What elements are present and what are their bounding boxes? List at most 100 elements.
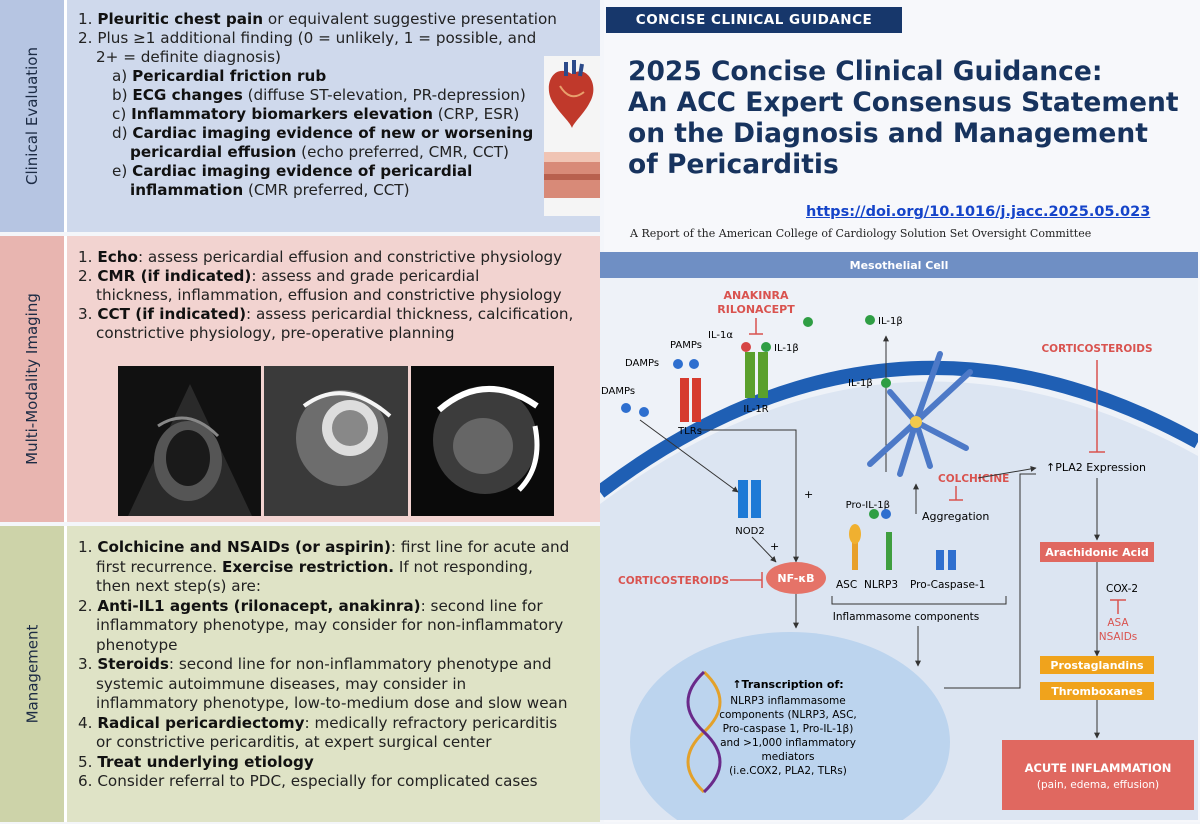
transcription-line-5: mediators bbox=[761, 751, 814, 763]
report-subtitle: A Report of the American College of Card… bbox=[630, 227, 1092, 240]
evaluation-sub-e: e) Cardiac imaging evidence of pericardi… bbox=[112, 162, 473, 180]
nsaids-label: NSAIDs bbox=[1099, 631, 1138, 643]
heart-illustration bbox=[544, 56, 600, 216]
il1b-label-2: IL-1β bbox=[878, 316, 903, 327]
cell-label: Mesothelial Cell bbox=[850, 259, 949, 272]
nod2-label: NOD2 bbox=[735, 526, 764, 537]
asc-label: ASC bbox=[836, 579, 857, 591]
imaging-list: 1. Echo: assess pericardial effusion and… bbox=[78, 248, 598, 343]
acute-inflammation-box bbox=[1002, 740, 1194, 810]
management-list: 1. Colchicine and NSAIDs (or aspirin): f… bbox=[78, 538, 598, 792]
il1b-molecule bbox=[803, 317, 813, 327]
acute-inflammation-label: ACUTE INFLAMMATION bbox=[1025, 761, 1172, 775]
management-item-3-cont1: systemic autoimmune diseases, may consid… bbox=[96, 674, 467, 693]
transcription-line-4: and >1,000 inflammatory bbox=[720, 737, 856, 749]
pathway-diagram: Mesothelial Cell ↑Transcription of: NLRP… bbox=[595, 252, 1200, 824]
management-label: Management bbox=[0, 526, 67, 822]
acute-inflammation-sub: (pain, edema, effusion) bbox=[1037, 779, 1159, 791]
pro-il1b-label: Pro-IL-1β bbox=[846, 500, 890, 511]
rilonacept-label: RILONACEPT bbox=[717, 303, 795, 316]
clinical-evaluation-panel: Clinical Evaluation 1. Pleuritic chest p… bbox=[0, 0, 600, 232]
inflammasome-label: Inflammasome components bbox=[833, 611, 979, 623]
cell-header-bar bbox=[600, 252, 1198, 278]
dna-icon bbox=[686, 670, 722, 794]
management-item-2-cont1: inflammatory phenotype, may consider for… bbox=[96, 616, 564, 634]
title-line-3: on the Diagnosis and Management bbox=[628, 118, 1148, 149]
management-item-1: 1. Colchicine and NSAIDs (or aspirin): f… bbox=[78, 538, 570, 556]
clinical-evaluation-label: Clinical Evaluation bbox=[0, 0, 67, 232]
multimodality-imaging-panel: Multi-Modality Imaging 1. Echo: assess p… bbox=[0, 236, 600, 522]
nlrp3-label: NLRP3 bbox=[864, 579, 898, 591]
evaluation-sub-c: c) Inflammatory biomarkers elevation (CR… bbox=[112, 105, 520, 123]
transcription-line-2: components (NLRP3, ASC, bbox=[719, 709, 857, 721]
imaging-item-3: 3. CCT (if indicated): assess pericardia… bbox=[78, 305, 574, 323]
cox2-label: COX-2 bbox=[1106, 583, 1138, 595]
nfkb-node bbox=[766, 562, 826, 594]
imaging-item-1: 1. Echo: assess pericardial effusion and… bbox=[78, 248, 563, 266]
transcription-line-6: (i.e.COX2, PLA2, TLRs) bbox=[729, 765, 847, 777]
cct-image-svg bbox=[410, 366, 554, 516]
title-line-4: of Pericarditis bbox=[628, 149, 839, 180]
management-item-5: 5. Treat underlying etiology bbox=[78, 752, 314, 771]
imaging-item-2: 2. CMR (if indicated): assess and grade … bbox=[78, 267, 480, 285]
damps-label-1: DAMPs bbox=[625, 358, 659, 369]
arachidonic-acid-box bbox=[1040, 542, 1154, 562]
imaging-item-3-cont: constrictive physiology, pre-operative p… bbox=[96, 324, 455, 342]
il1r-label: IL-1R bbox=[743, 404, 768, 415]
page-title: 2025 Concise Clinical Guidance: An ACC E… bbox=[628, 56, 1198, 180]
nlrp3-icon bbox=[886, 532, 892, 570]
evaluation-sub-a: a) Pericardial friction rub bbox=[112, 67, 327, 85]
echo-image bbox=[118, 366, 262, 516]
management-item-2-cont2: phenotype bbox=[96, 635, 178, 654]
doi-link[interactable]: https://doi.org/10.1016/j.jacc.2025.05.0… bbox=[806, 204, 1151, 220]
transcription-line-3: Pro-caspase 1, Pro-IL-1β) bbox=[723, 723, 854, 735]
title-line-1: 2025 Concise Clinical Guidance: bbox=[628, 56, 1103, 87]
pla2-label: ↑PLA2 Expression bbox=[1046, 461, 1146, 474]
plus-sign-2: + bbox=[770, 540, 779, 553]
thromboxanes-box bbox=[1040, 682, 1154, 700]
evaluation-item-1: 1. Pleuritic chest pain or equivalent su… bbox=[78, 10, 557, 28]
heart-illustration-svg bbox=[544, 60, 600, 198]
transcription-line-1: NLRP3 inflammasome bbox=[730, 695, 845, 707]
management-item-4-cont1: or constrictive pericarditis, at expert … bbox=[96, 733, 492, 751]
arachidonic-acid-label: Arachidonic Acid bbox=[1045, 546, 1149, 559]
tlrs-label: TLRs bbox=[677, 426, 702, 437]
transcription-title: ↑Transcription of: bbox=[732, 678, 843, 691]
evaluation-sub-e-cont: inflammation (CMR preferred, CCT) bbox=[130, 181, 410, 199]
management-item-6: 6. Consider referral to PDC, especially … bbox=[78, 772, 538, 790]
il1b-bound-molecule bbox=[761, 342, 771, 352]
cell-membrane bbox=[595, 360, 1200, 498]
management-item-1-cont1: first recurrence. Exercise restriction. … bbox=[96, 557, 533, 576]
tlr-receptor bbox=[680, 378, 689, 422]
aggregation-label: Aggregation bbox=[922, 510, 989, 523]
cct-image bbox=[410, 366, 554, 516]
il1r-receptor bbox=[745, 352, 755, 398]
asc-icon bbox=[852, 536, 858, 570]
evaluation-sub-d: d) Cardiac imaging evidence of new or wo… bbox=[112, 124, 534, 142]
inflammasome-structure bbox=[867, 351, 973, 477]
guidance-tag: CONCISE CLINICAL GUIDANCE bbox=[606, 7, 902, 33]
management-item-4: 4. Radical pericardiectomy: medically re… bbox=[78, 713, 558, 732]
corticosteroids-label-2: CORTICOSTEROIDS bbox=[1041, 343, 1152, 355]
title-line-2: An ACC Expert Consensus Statement bbox=[628, 87, 1179, 118]
evaluation-item-2-cont: 2+ = definite diagnosis) bbox=[96, 48, 281, 66]
damps-label-2: DAMPs bbox=[601, 386, 635, 397]
evaluation-item-2: 2. Plus ≥1 additional finding (0 = unlik… bbox=[78, 29, 537, 47]
evaluation-sub-b: b) ECG changes (diffuse ST-elevation, PR… bbox=[112, 86, 526, 104]
prostaglandins-box bbox=[1040, 656, 1154, 674]
cmr-image-svg bbox=[264, 366, 408, 516]
management-item-3: 3. Steroids: second line for non-inflamm… bbox=[78, 655, 552, 673]
anakinra-label: ANAKINRA bbox=[723, 289, 789, 302]
il1a-label: IL-1α bbox=[708, 330, 733, 341]
corticosteroids-label-1: CORTICOSTEROIDS bbox=[618, 575, 729, 587]
evaluation-sub-d-cont: pericardial effusion (echo preferred, CM… bbox=[130, 143, 509, 161]
cmr-image bbox=[264, 366, 408, 516]
asa-label: ASA bbox=[1107, 617, 1129, 629]
imaging-item-2-cont: thickness, inflammation, effusion and co… bbox=[96, 286, 562, 304]
nfkb-label: NF-κB bbox=[777, 572, 814, 585]
management-item-1-cont2: then next step(s) are: bbox=[96, 577, 261, 595]
pathway-diagram-svg: Mesothelial Cell ↑Transcription of: NLRP… bbox=[595, 252, 1200, 824]
pro-caspase-icon bbox=[936, 550, 944, 570]
thromboxanes-label: Thromboxanes bbox=[1051, 685, 1143, 698]
nod2-receptor bbox=[738, 480, 748, 518]
